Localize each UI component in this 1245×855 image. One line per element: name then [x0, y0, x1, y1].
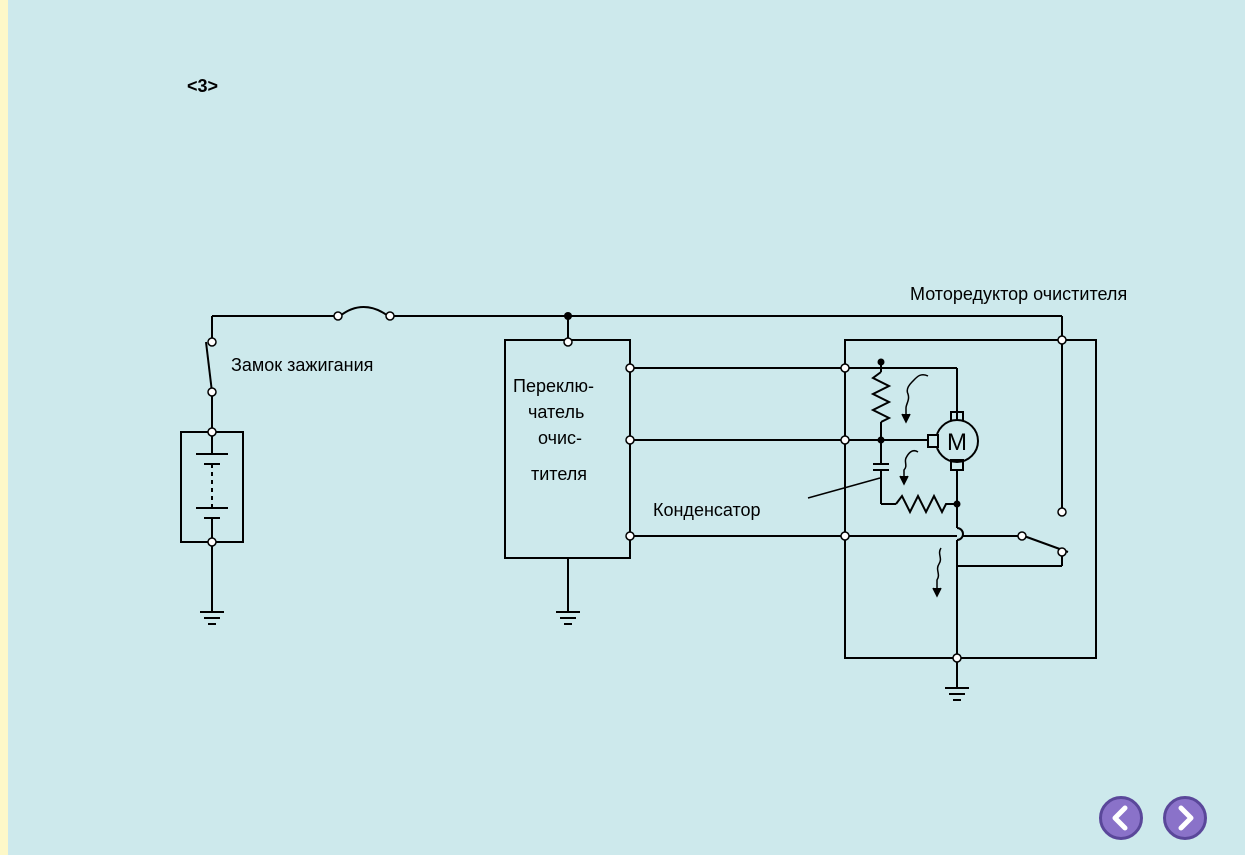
- capacitor-label: Конденсатор: [653, 500, 761, 520]
- motor-letter: M: [947, 429, 967, 456]
- slide-frame: [8, 0, 1245, 855]
- ignition-switch-blade: [205, 341, 213, 393]
- next-page-button[interactable]: [1163, 796, 1207, 840]
- motor-unit-label: Моторедуктор очистителя: [910, 284, 1127, 304]
- motor-unit-box: [844, 339, 1097, 659]
- switch-label-line2: чатель: [528, 402, 584, 422]
- switch-label-line1: Переклю-: [513, 376, 594, 396]
- ignition-label: Замок зажигания: [231, 355, 373, 375]
- current-flow-arrows: [899, 373, 942, 598]
- switch-label-line4: тителя: [531, 464, 587, 484]
- chevron-left-icon: [1112, 805, 1128, 831]
- switch-label-line3: очис-: [538, 428, 582, 448]
- page-number: <3>: [187, 76, 219, 96]
- prev-page-button[interactable]: [1099, 796, 1143, 840]
- fuse-symbol: [339, 306, 389, 317]
- chevron-right-icon: [1178, 805, 1194, 831]
- wiper-switch-box: [504, 339, 631, 559]
